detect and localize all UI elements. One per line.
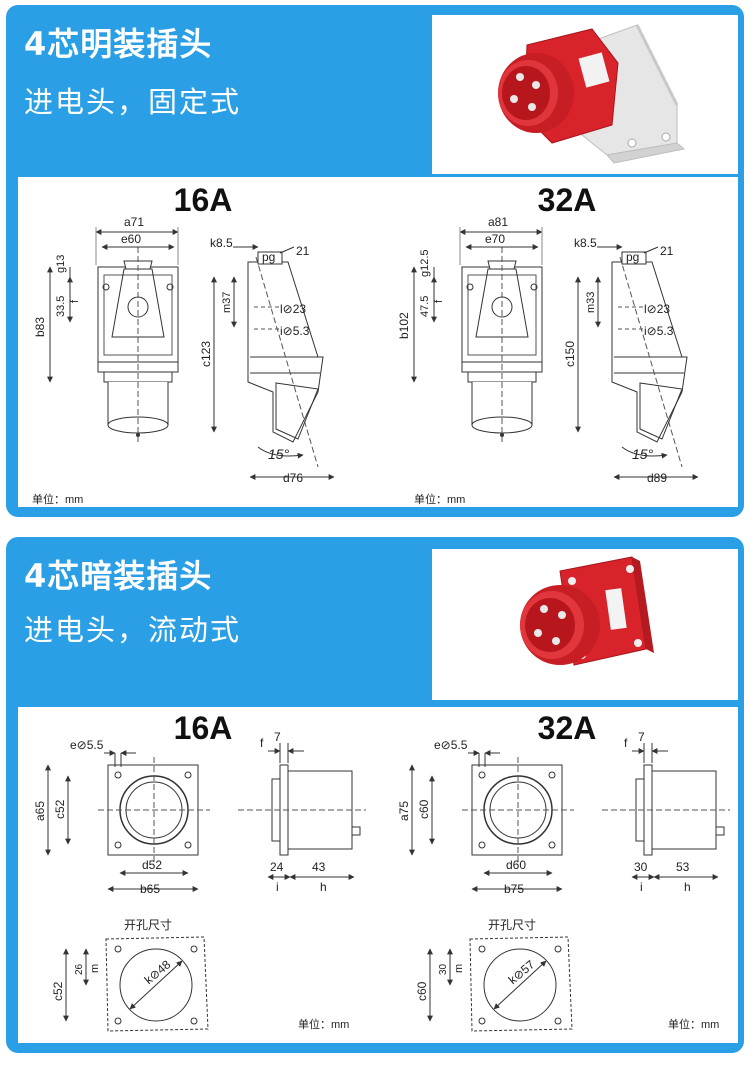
dim-g: g13 <box>55 255 67 273</box>
dim-c2: c60 <box>415 981 429 1001</box>
cutout-label: 开孔尺寸 <box>124 918 172 932</box>
cutout-label: 开孔尺寸 <box>488 918 536 932</box>
dim-f-letter: f <box>624 736 628 750</box>
dim-angle: 15° <box>632 446 654 462</box>
dimension-drawing: 16A a71 <box>18 177 738 507</box>
dim-f-letter: f <box>260 736 264 750</box>
dim-d: d89 <box>647 471 667 485</box>
dim-k: k8.5 <box>574 236 597 250</box>
dim-a: a65 <box>33 801 47 821</box>
dim-l: l⊘23 <box>644 302 670 316</box>
dim-m: m <box>453 964 465 973</box>
dim-i: i⊘5.3 <box>644 324 674 338</box>
dim-d: d76 <box>283 471 303 485</box>
dimension-drawing: 16A e⊘5.5 a65 <box>18 707 738 1043</box>
dim-k: k⊘57 <box>506 957 538 987</box>
surface-plug-image <box>498 24 686 164</box>
dim-f-letter: f <box>433 299 445 303</box>
panel-plug-dimensions: 16A e⊘5.5 a65 <box>33 710 730 1032</box>
unit-label: 单位：mm <box>668 1017 719 1031</box>
dim-m-value: 30 <box>438 963 449 975</box>
dim-c2: c52 <box>51 981 65 1001</box>
dim-c: c60 <box>417 799 431 819</box>
dim-c: c150 <box>563 341 577 367</box>
dim-h: h <box>320 880 327 894</box>
dim-pg-value: 21 <box>660 244 674 258</box>
dim-d: d52 <box>142 858 162 872</box>
unit-label: 单位：mm <box>414 492 465 506</box>
dim-m: m37 <box>221 292 233 313</box>
rating-label: 16A <box>174 182 233 218</box>
dim-pg: pg <box>262 250 275 264</box>
dim-c: c123 <box>199 341 213 367</box>
dim-a: a81 <box>488 215 508 229</box>
dim-h: h <box>684 880 691 894</box>
panel-title: 4芯明装插头 <box>24 25 213 63</box>
dim-f-letter: f <box>69 299 81 303</box>
rating-label: 32A <box>538 182 597 218</box>
product-photo <box>432 549 738 700</box>
dim-m: m33 <box>585 292 597 313</box>
dim-e: e70 <box>485 232 505 246</box>
dim-a: a71 <box>124 215 144 229</box>
dim-k: k8.5 <box>210 236 233 250</box>
dim-i: i⊘5.3 <box>280 324 310 338</box>
dim-e: e⊘5.5 <box>70 738 104 752</box>
dim-b: b83 <box>33 317 47 337</box>
dim-pg-value: 21 <box>296 244 310 258</box>
panel-subtitle: 进电头，流动式 <box>24 613 242 647</box>
dim-a: a75 <box>397 801 411 821</box>
product-photo <box>432 15 738 174</box>
dim-i-value: 24 <box>270 860 284 874</box>
drawing-16a: 16A e⊘5.5 a65 <box>33 710 366 1032</box>
dim-b: b75 <box>504 882 524 896</box>
dim-b: b102 <box>397 312 411 339</box>
dim-k: k⊘48 <box>142 957 174 987</box>
rating-label: 16A <box>174 710 233 746</box>
dim-i: i <box>640 880 643 894</box>
dim-pg: pg <box>626 250 639 264</box>
drawing-32a: 32A e⊘5.5 a75 <box>397 710 730 1032</box>
dim-e: e⊘5.5 <box>434 738 468 752</box>
dim-f: 47.5 <box>419 296 431 317</box>
dim-f-value: 7 <box>274 730 281 744</box>
dim-f: 33.5 <box>55 296 67 317</box>
dim-angle: 15° <box>268 446 290 462</box>
panel-mount-plug-panel: 4芯暗装插头 进电头，流动式 <box>6 537 744 1053</box>
dim-d: d60 <box>506 858 526 872</box>
dim-l: l⊘23 <box>280 302 306 316</box>
dim-i: i <box>276 880 279 894</box>
panel-title: 4芯暗装插头 <box>24 557 213 595</box>
panel-subtitle: 进电头，固定式 <box>24 85 242 119</box>
dim-b: b65 <box>140 882 160 896</box>
dim-c: c52 <box>53 799 67 819</box>
unit-label: 单位：mm <box>32 492 83 506</box>
dim-h-value: 43 <box>312 860 326 874</box>
panel-plug-image <box>520 556 654 666</box>
dim-m-value: 26 <box>74 963 85 975</box>
dim-i-value: 30 <box>634 860 648 874</box>
dim-e: e60 <box>121 232 141 246</box>
dim-g: g12.5 <box>419 249 431 277</box>
unit-label: 单位：mm <box>298 1017 349 1031</box>
dim-f-value: 7 <box>638 730 645 744</box>
dim-m: m <box>89 964 101 973</box>
surface-mount-plug-panel: 4芯明装插头 进电头，固定式 <box>6 5 744 517</box>
rating-label: 32A <box>538 710 597 746</box>
dim-h-value: 53 <box>676 860 690 874</box>
drawing-32a: 32A a81 e70 <box>397 182 699 506</box>
drawing-16a: 16A a71 <box>32 182 335 506</box>
surface-plug-dimensions: 16A a71 <box>32 182 699 506</box>
